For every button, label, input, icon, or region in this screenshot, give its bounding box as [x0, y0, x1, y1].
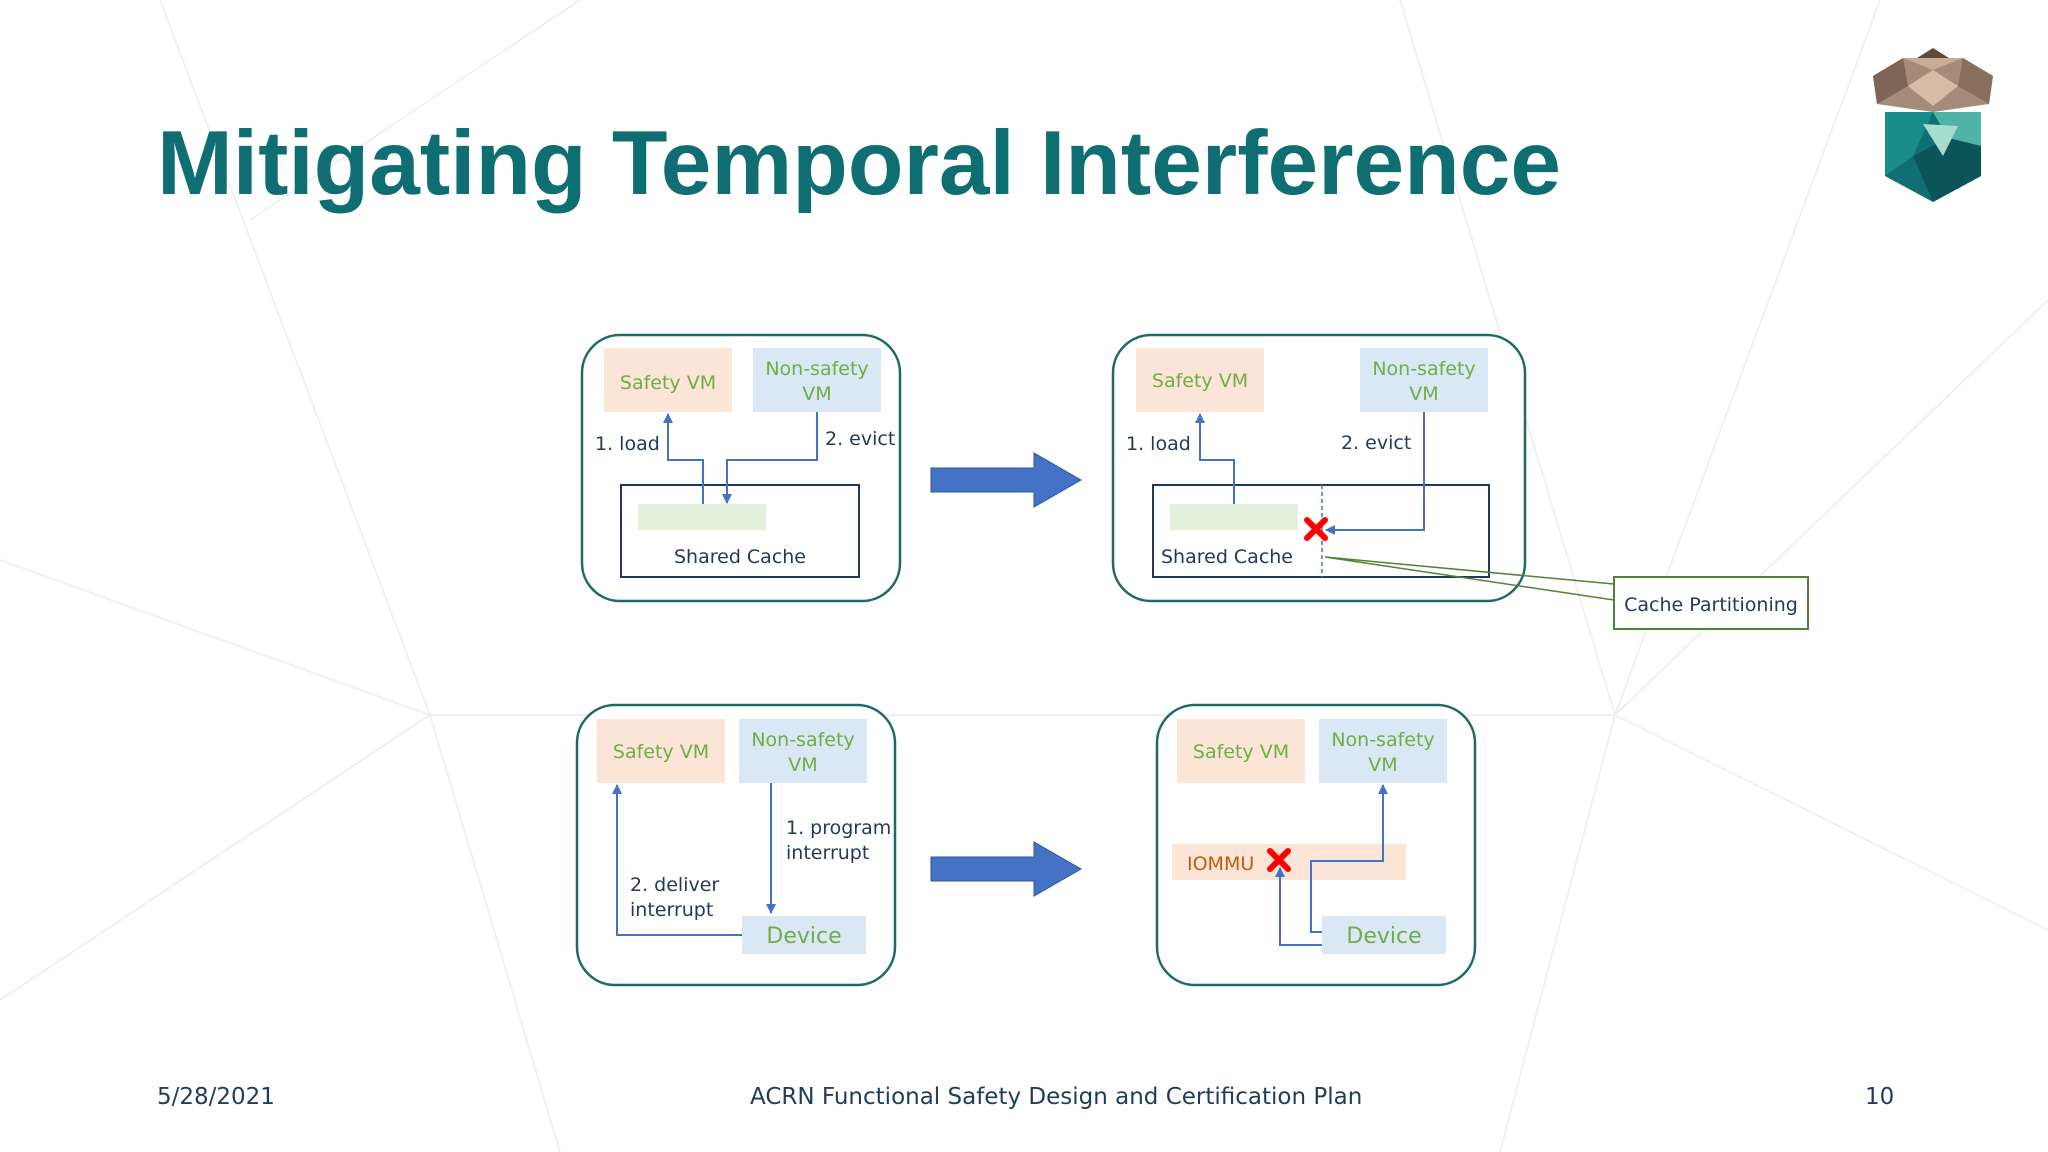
panel-interrupt-before: Safety VM Non-safety VM Device 1. progra… — [575, 703, 897, 987]
evict-label: 2. evict — [1341, 432, 1411, 454]
load-arrow — [663, 413, 704, 504]
device-label: Device — [766, 924, 841, 949]
deliver-interrupt-label: 2. deliver — [630, 874, 719, 896]
safety-vm-box — [597, 719, 725, 783]
safety-vm-label: Safety VM — [1193, 741, 1289, 763]
cache-block — [1170, 504, 1298, 530]
non-safety-vm-label: Non-safety — [765, 358, 868, 380]
program-interrupt-arrow — [1275, 867, 1322, 946]
non-safety-vm-label: VM — [788, 754, 817, 776]
evict-arrow — [1325, 412, 1425, 535]
non-safety-vm-box — [753, 348, 881, 412]
program-interrupt-label: interrupt — [786, 842, 869, 864]
non-safety-vm-box — [739, 719, 867, 783]
non-safety-vm-box — [1319, 719, 1447, 783]
load-label: 1. load — [1126, 433, 1191, 455]
footer-date: 5/28/2021 — [157, 1084, 275, 1110]
non-safety-vm-label: VM — [1409, 383, 1438, 405]
program-interrupt-label: 1. program — [786, 817, 891, 839]
shared-cache-label: Shared Cache — [674, 546, 806, 568]
non-safety-vm-label: VM — [802, 383, 831, 405]
non-safety-vm-label: VM — [1368, 754, 1397, 776]
panel-interrupt-iommu: Safety VM Non-safety VM IOMMU Device — [1155, 703, 1477, 987]
safety-vm-box — [1177, 719, 1305, 783]
shared-cache-label: Shared Cache — [1161, 546, 1293, 568]
safety-vm-label: Safety VM — [620, 372, 716, 394]
device-to-vm-arrow — [1310, 784, 1388, 933]
panel-shared-cache-partitioned: Safety VM Non-safety VM Shared Cache 1. … — [1111, 333, 1527, 603]
device-box — [742, 916, 866, 954]
transition-arrow-top — [930, 452, 1083, 508]
cache-partitioning-label: Cache Partitioning — [1624, 594, 1798, 616]
non-safety-vm-label: Non-safety — [1331, 729, 1434, 751]
blocked-x-icon — [1267, 848, 1291, 872]
device-label: Device — [1346, 924, 1421, 949]
deliver-interrupt-arrow — [612, 784, 742, 936]
non-safety-vm-label: Non-safety — [751, 729, 854, 751]
iommu-label: IOMMU — [1187, 853, 1254, 875]
acorn-logo — [1873, 48, 1993, 202]
device-box — [1322, 916, 1446, 954]
load-label: 1. load — [595, 433, 660, 455]
shared-cache-box — [620, 484, 860, 578]
non-safety-vm-label: Non-safety — [1372, 358, 1475, 380]
non-safety-vm-box — [1360, 348, 1488, 412]
evict-label: 2. evict — [825, 428, 895, 450]
evict-arrow — [722, 412, 818, 504]
slide-title: Mitigating Temporal Interference — [157, 113, 1561, 214]
blocked-x-icon — [1304, 517, 1328, 541]
cache-block — [638, 504, 766, 530]
page-number: 10 — [1865, 1084, 1895, 1110]
safety-vm-label: Safety VM — [613, 741, 709, 763]
footer-center-title: ACRN Functional Safety Design and Certif… — [750, 1084, 1363, 1110]
panel-shared-cache-before: Safety VM Non-safety VM Shared Cache 1. … — [580, 333, 902, 603]
deliver-interrupt-label: interrupt — [630, 899, 713, 921]
load-arrow — [1195, 413, 1235, 504]
safety-vm-box — [604, 348, 732, 412]
safety-vm-label: Safety VM — [1152, 370, 1248, 392]
transition-arrow-bottom — [930, 841, 1083, 897]
cache-partitioning-callout: Cache Partitioning — [1324, 556, 1809, 630]
safety-vm-box — [1136, 348, 1264, 412]
